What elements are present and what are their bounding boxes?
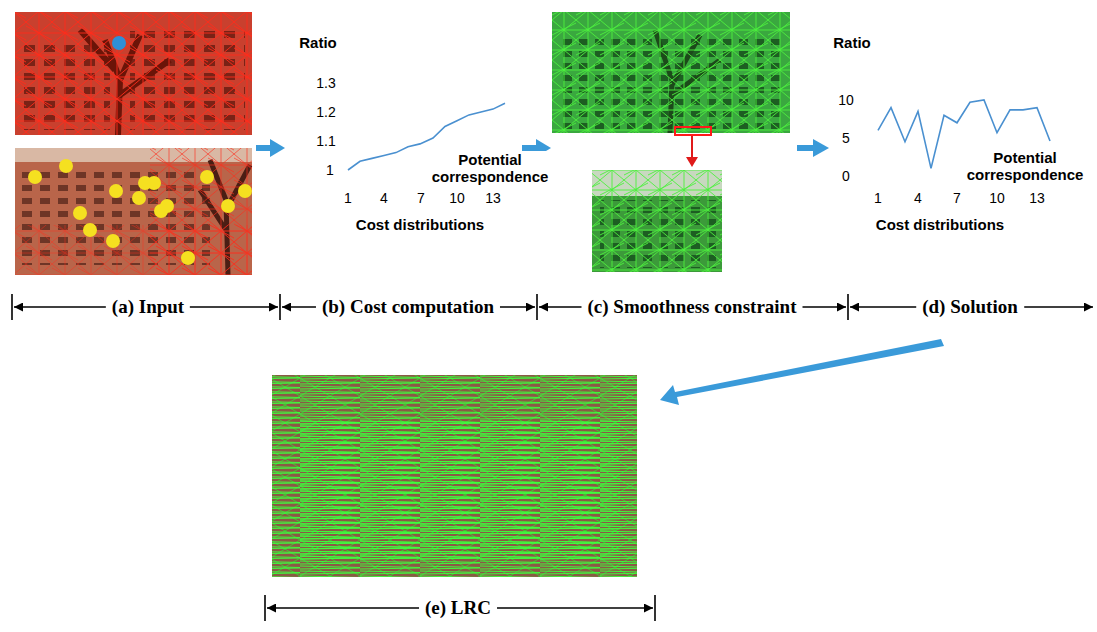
input-image-bottom	[15, 148, 252, 275]
stage-bar	[12, 294, 1093, 621]
axis-tick: 10	[837, 92, 855, 108]
chart-note: Potential correspondence	[958, 149, 1092, 183]
flow-arrows	[256, 139, 944, 405]
smoothness-image	[552, 12, 790, 272]
axis-title: Ratio	[297, 34, 339, 51]
stage-label: (c) Smoothness constraint	[582, 296, 803, 318]
axis-tick: 7	[952, 190, 962, 206]
stage-label: (a) Input	[106, 296, 190, 318]
axis-tick: 1	[873, 190, 883, 206]
chart-note: Potential correspondence	[426, 151, 555, 185]
axis-tick: 1	[343, 190, 353, 206]
axis-tick: 4	[913, 190, 923, 206]
axis-tick: 1.1	[315, 133, 336, 149]
axis-tick: 1.3	[315, 75, 336, 91]
input-image-top	[15, 12, 252, 135]
axis-tick: 1.2	[315, 104, 336, 120]
axis-tick: 5	[841, 130, 851, 146]
candidate-points	[28, 159, 252, 265]
lrc-image	[272, 375, 637, 577]
query-point	[112, 36, 126, 50]
stage-label: (e) LRC	[419, 597, 497, 619]
axis-tick: 13	[484, 190, 502, 206]
axis-title: Cost distributions	[354, 216, 486, 233]
axis-tick: 10	[448, 190, 466, 206]
axis-tick: 13	[1028, 190, 1046, 206]
axis-title: Cost distributions	[874, 216, 1006, 233]
axis-tick: 0	[841, 168, 851, 184]
axis-tick: 7	[416, 190, 426, 206]
stage-label: (b) Cost computation	[316, 296, 500, 318]
axis-title: Ratio	[831, 34, 873, 51]
stage-label: (d) Solution	[916, 296, 1024, 318]
axis-tick: 4	[379, 190, 389, 206]
axis-tick: 10	[988, 190, 1006, 206]
axis-tick: 1	[325, 162, 335, 178]
